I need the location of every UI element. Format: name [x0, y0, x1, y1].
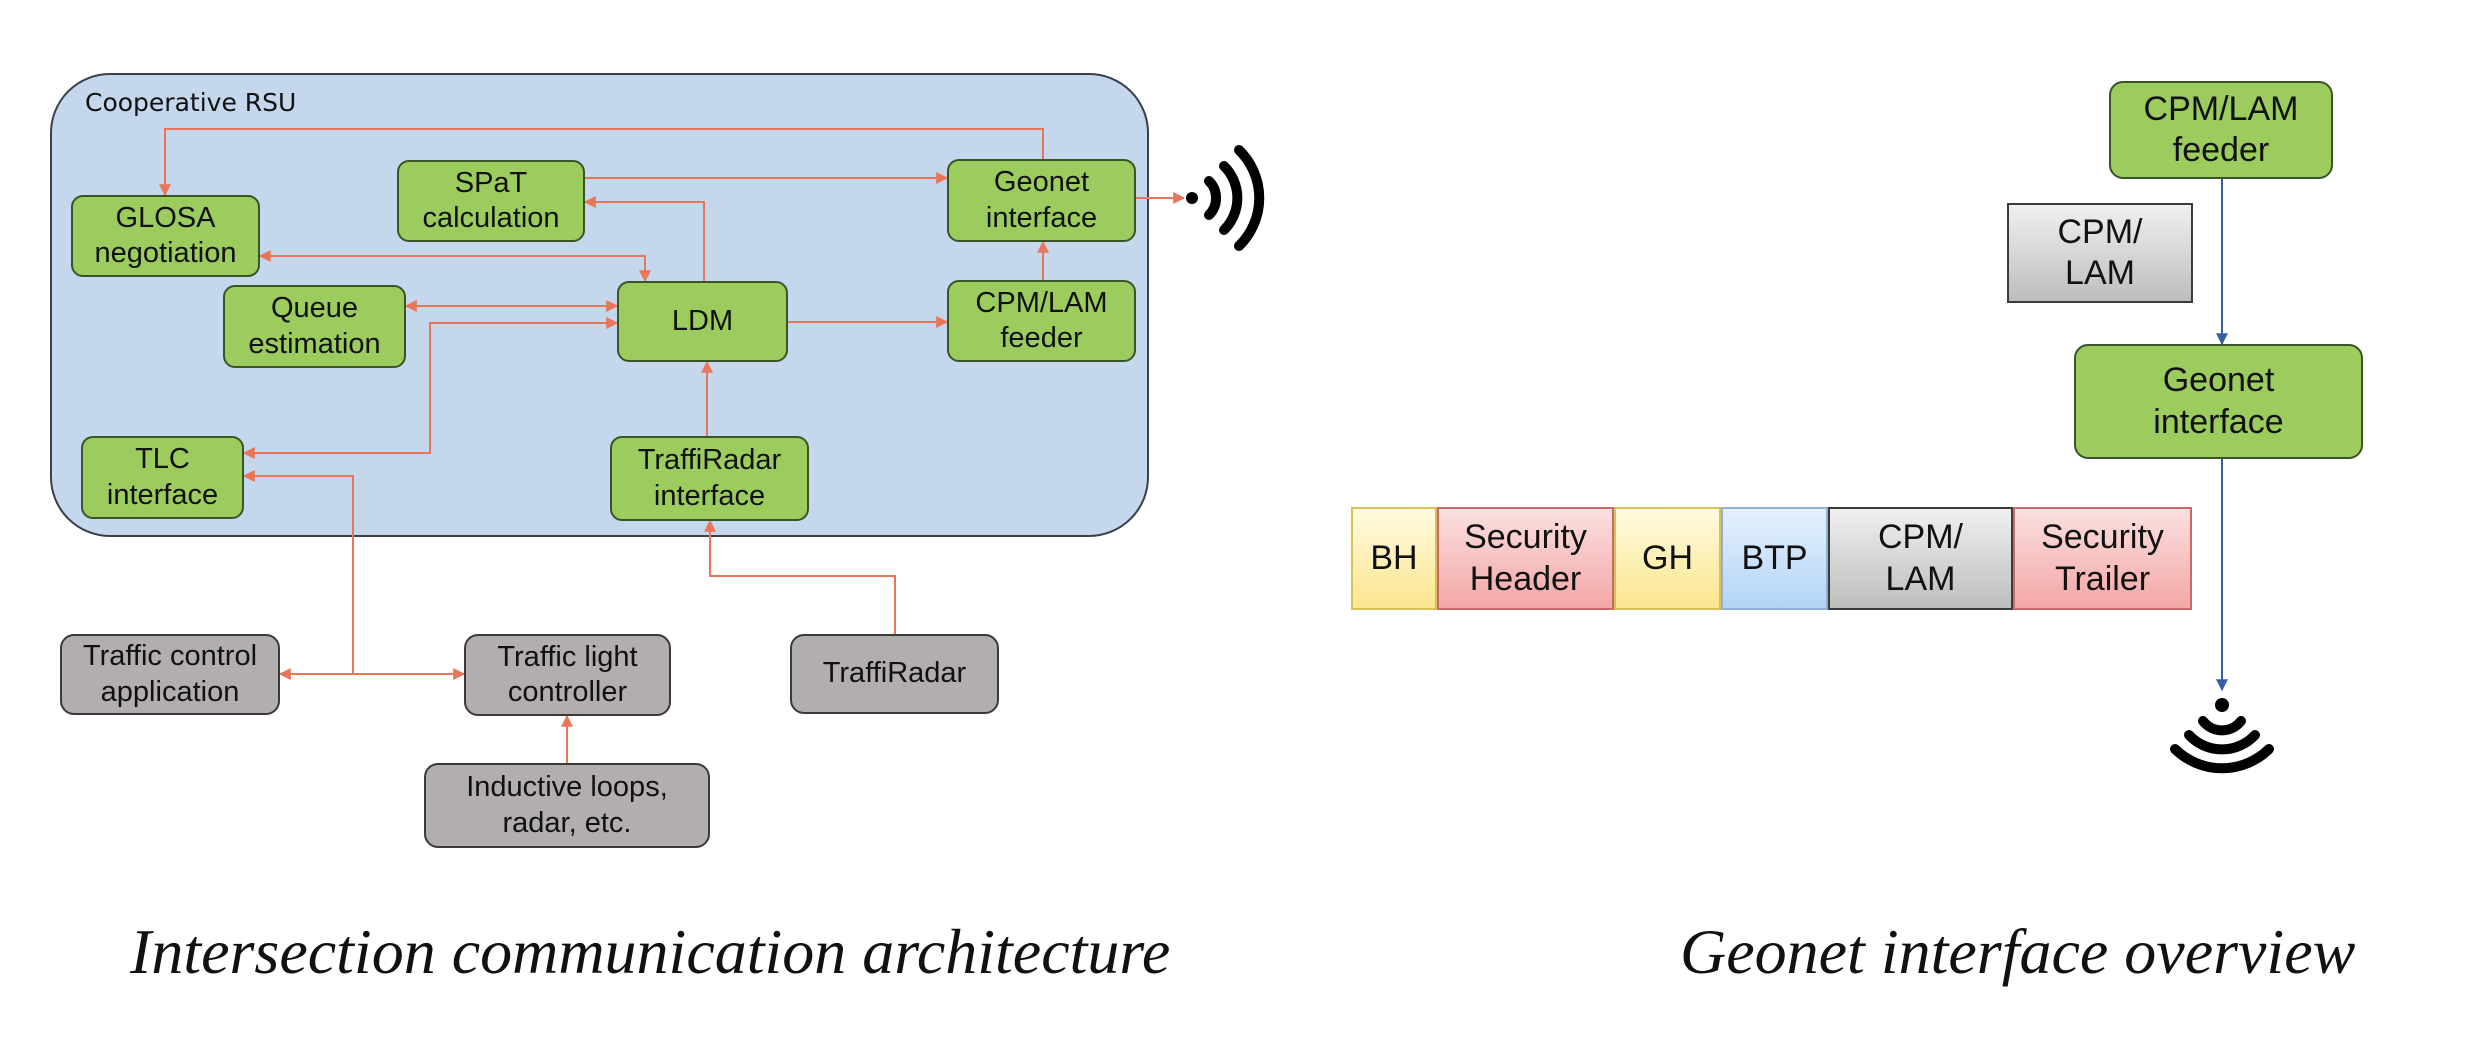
left-caption: Intersection communication architecture — [130, 916, 1171, 987]
link-glosa-ldm — [258, 250, 651, 283]
frame-field-security-header: Security Header — [1437, 507, 1614, 610]
traffic-control-application-block: Traffic control application — [60, 634, 280, 715]
traffiradar-interface-block: TraffiRadar interface — [610, 436, 809, 521]
right-cpm-lam-feeder-block: CPM/LAM feeder — [2109, 81, 2333, 179]
right-caption: Geonet interface overview — [1680, 916, 2356, 987]
frame-field-btp: BTP — [1721, 507, 1828, 610]
geonet-interface-block: Geonet interface — [947, 159, 1136, 242]
ldm-block: LDM — [617, 281, 788, 362]
cpm-lam-feeder-block: CPM/LAM feeder — [947, 280, 1136, 362]
glosa-negotiation-block: GLOSA negotiation — [71, 195, 260, 277]
traffic-light-controller-block: Traffic light controller — [464, 634, 671, 716]
link-tlc-controllers — [242, 470, 354, 674]
tlc-interface-block: TLC interface — [81, 436, 244, 519]
link-tlc-ldm — [242, 317, 619, 459]
frame-field-security-trailer: Security Trailer — [2013, 507, 2192, 610]
traffiradar-block: TraffiRadar — [790, 634, 999, 714]
link-traffiradar-iface — [704, 519, 896, 634]
cpm-lam-message-block: CPM/ LAM — [2007, 203, 2193, 303]
frame-field-cpm-lam: CPM/ LAM — [1828, 507, 2013, 610]
wireless-antenna-icon-right — [2170, 698, 2274, 774]
frame-field-bh: BH — [1351, 507, 1437, 610]
spat-calculation-block: SPaT calculation — [397, 160, 585, 242]
queue-estimation-block: Queue estimation — [223, 285, 406, 368]
wireless-antenna-icon — [1186, 145, 1265, 251]
link-ldm-spat — [583, 196, 705, 281]
link-geonet-glosa — [159, 128, 1044, 197]
right-geonet-interface-block: Geonet interface — [2074, 344, 2363, 459]
rsu-label: Cooperative RSU — [85, 88, 297, 117]
frame-field-gh: GH — [1614, 507, 1721, 610]
inductive-loops-block: Inductive loops, radar, etc. — [424, 763, 710, 848]
